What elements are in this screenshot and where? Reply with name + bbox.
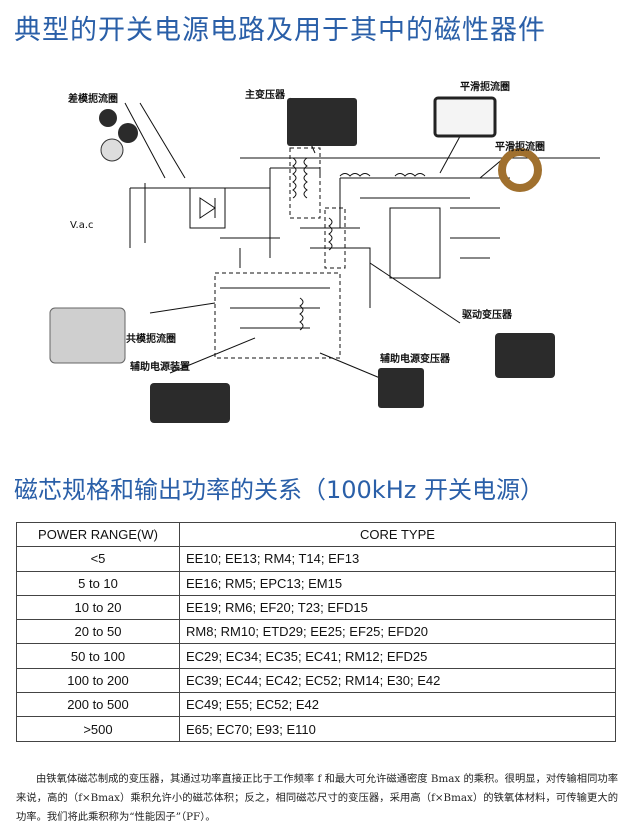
label-vac: V.a.c: [70, 220, 94, 231]
header-power-range: POWER RANGE(W): [16, 521, 180, 548]
label-common-mode-choke: 共模扼流圈: [126, 334, 176, 345]
core-cell: EC29; EC34; EC35; EC41; RM12; EFD25: [179, 643, 616, 669]
description-paragraph: 由铁氧体磁芯制成的变压器，其通过功率直接正比于工作频率 f 和最大可允许磁通密度…: [16, 773, 618, 824]
circuit-figure: 差模扼流圈 主变压器 平滑扼流圈 平滑扼流圈 V.a.c 共模扼流圈 辅助电源装…: [40, 58, 600, 458]
section-title: 磁芯规格和输出功率的关系（100kHz 开关电源）: [14, 476, 544, 504]
core-cell: EC49; E55; EC52; E42: [179, 692, 616, 718]
label-aux-power-unit: 辅助电源装置: [130, 362, 190, 373]
power-cell: 20 to 50: [16, 619, 180, 645]
label-main-transformer: 主变压器: [245, 90, 285, 101]
table-header-row: POWER RANGE(W) CORE TYPE: [16, 521, 616, 548]
core-cell: EC39; EC44; EC42; EC52; RM14; E30; E42: [179, 667, 616, 694]
power-cell: >500: [16, 716, 180, 742]
core-cell: EE19; RM6; EF20; T23; EFD15: [179, 594, 616, 621]
label-aux-power-transformer: 辅助电源变压器: [380, 354, 450, 365]
power-cell: 5 to 10: [16, 570, 180, 596]
label-diff-mode-choke: 差模扼流圈: [68, 94, 118, 105]
core-cell: E65; EC70; E93; E110: [179, 716, 616, 742]
core-cell: EE16; RM5; EPC13; EM15: [179, 570, 616, 596]
core-cell: EE10; EE13; RM4; T14; EF13: [179, 546, 616, 572]
page-title: 典型的开关电源电路及用于其中的磁性器件: [14, 15, 546, 46]
label-drive-transformer: 驱动变压器: [462, 310, 512, 321]
power-cell: 200 to 500: [16, 692, 180, 718]
power-cell: 50 to 100: [16, 643, 180, 669]
power-cell: 100 to 200: [16, 667, 180, 694]
power-cell: 10 to 20: [16, 594, 180, 621]
label-smoothing-choke-2: 平滑扼流圈: [495, 142, 545, 153]
core-cell: RM8; RM10; ETD29; EE25; EF25; EFD20: [179, 619, 616, 645]
circuit-diagram: [49, 96, 600, 423]
header-core-type: CORE TYPE: [179, 521, 616, 548]
label-smoothing-choke-1: 平滑扼流圈: [460, 82, 510, 93]
power-cell: <5: [16, 546, 180, 572]
